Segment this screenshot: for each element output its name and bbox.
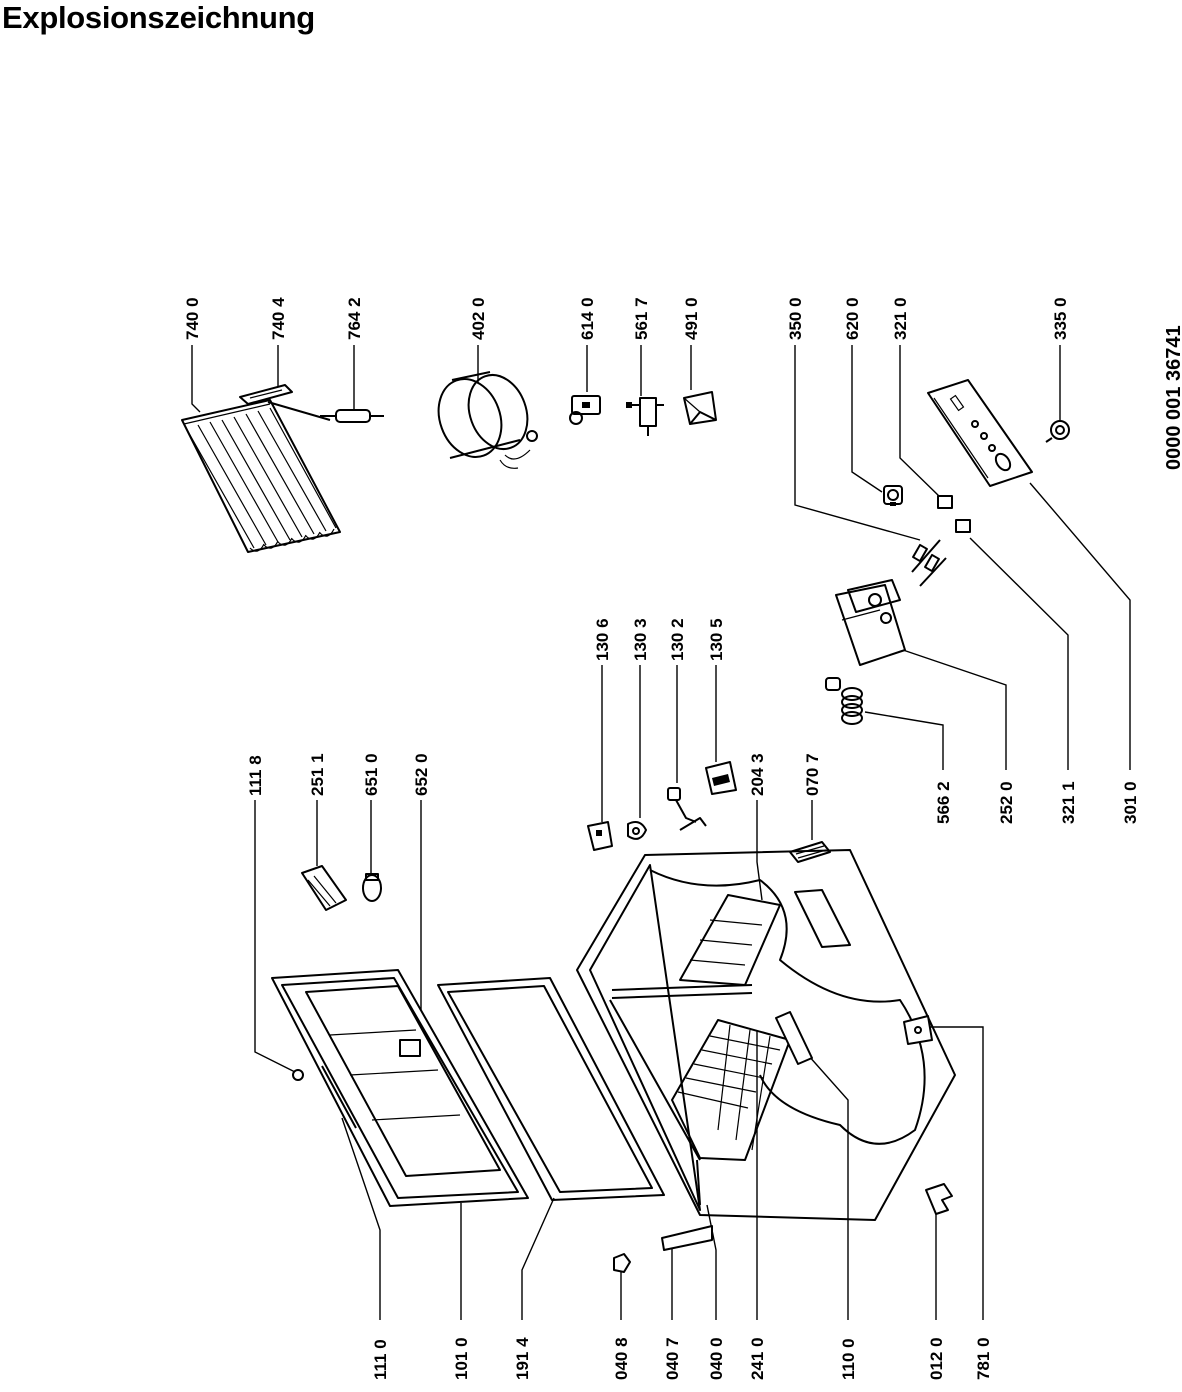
label-070-7: 070 7: [803, 753, 822, 796]
label-652-0: 652 0: [412, 753, 431, 796]
clip-040-8-part: [613, 1253, 631, 1273]
leader-781-0: [928, 1026, 984, 1320]
label-130-6: 130 6: [593, 618, 612, 661]
leader-040-0: [706, 1204, 717, 1320]
capacitor-cover-part: [683, 391, 717, 425]
label-130-2: 130 2: [668, 618, 687, 661]
hinge-part-130-5: [705, 761, 737, 795]
leader-350-0: [794, 345, 921, 541]
label-130-5: 130 5: [707, 618, 726, 661]
label-110-0: 110 0: [839, 1338, 858, 1380]
label-204-3: 204 3: [748, 753, 767, 796]
label-335-0: 335 0: [1051, 297, 1070, 340]
label-040-8: 040 8: [612, 1337, 631, 1380]
label-651-0: 651 0: [362, 753, 381, 796]
label-130-3: 130 3: [631, 618, 650, 661]
hinge-part-130-3: [627, 821, 647, 840]
leader-301-0: [1029, 482, 1131, 770]
label-191-4: 191 4: [513, 1337, 532, 1380]
label-561-7: 561 7: [632, 297, 651, 340]
label-764-2: 764 2: [345, 297, 364, 340]
plate-part: [903, 1015, 933, 1045]
large-basket-part: [671, 1019, 791, 1161]
relay-part: [569, 395, 601, 425]
starter-part: [626, 397, 664, 436]
leader-620-0: [851, 345, 883, 493]
label-740-0: 740 0: [183, 297, 202, 340]
label-614-0: 614 0: [578, 297, 597, 340]
compressor-part: [437, 371, 538, 469]
leader-321-1: [969, 537, 1069, 770]
leader-111-8: [254, 800, 296, 1073]
leader-321-0: [899, 345, 941, 498]
hinge-part-130-2: [667, 787, 707, 831]
clip-321-1-part: [955, 519, 971, 533]
page-title: Explosionszeichnung: [2, 0, 315, 35]
label-566-2: 566 2: [934, 781, 953, 824]
label-040-0: 040 0: [707, 1337, 726, 1380]
knob-part: [1045, 420, 1070, 443]
light-cover-part: [301, 865, 347, 911]
label-111-8: 111 8: [246, 755, 265, 796]
label-301-0: 301 0: [1121, 781, 1140, 824]
cover-040-7-part: [661, 1225, 713, 1251]
leader-111-0: [341, 1117, 381, 1320]
label-251-1: 251 1: [308, 753, 327, 796]
dryer-filter-part: [320, 409, 384, 423]
label-241-0: 241 0: [748, 1337, 767, 1380]
label-111-0: 111 0: [371, 1339, 390, 1380]
light-bulb-part: [362, 873, 382, 902]
gasket-part: [437, 977, 665, 1201]
small-basket-part: [679, 894, 781, 986]
lid-part: [271, 969, 529, 1207]
label-620-0: 620 0: [843, 297, 862, 340]
leader-252-0: [902, 649, 1007, 770]
cabinet-body-part: [576, 849, 956, 1221]
spring-part: [825, 677, 863, 725]
thermostat-part: [835, 579, 906, 666]
leader-110-0: [799, 1045, 849, 1320]
reference-number: 0000 001 36741: [1163, 325, 1182, 470]
label-040-7: 040 7: [663, 1337, 682, 1380]
leader-191-4: [521, 1197, 555, 1320]
leader-lines: [191, 345, 1131, 1320]
sensor-part: [911, 539, 947, 587]
label-491-0: 491 0: [682, 297, 701, 340]
label-321-1: 321 1: [1059, 781, 1078, 824]
cap-part: [292, 1069, 304, 1081]
foot-part: [925, 1183, 953, 1215]
lamp-holder-part: [883, 485, 903, 506]
label-350-0: 350 0: [786, 297, 805, 340]
part-labels: 111 0 101 0 191 4 040 8 040 7 040 0 241 …: [183, 297, 1182, 1380]
label-252-0: 252 0: [997, 781, 1016, 824]
control-panel-part: [927, 379, 1033, 487]
label-321-0: 321 0: [891, 297, 910, 340]
label-740-4: 740 4: [269, 297, 288, 340]
bracket-part: [239, 384, 293, 405]
label-012-0: 012 0: [927, 1337, 946, 1380]
leader-204-3: [756, 800, 763, 901]
label-781-0: 781 0: [974, 1337, 993, 1380]
label-402-0: 402 0: [469, 297, 488, 340]
clip-321-0-part: [937, 495, 953, 509]
rail-part: [775, 1011, 813, 1065]
leader-566-2: [864, 711, 944, 770]
condenser-coil-part: [181, 399, 341, 553]
label-101-0: 101 0: [452, 1337, 471, 1380]
hinge-part-130-6: [587, 821, 613, 851]
leader-740-0: [191, 345, 201, 413]
